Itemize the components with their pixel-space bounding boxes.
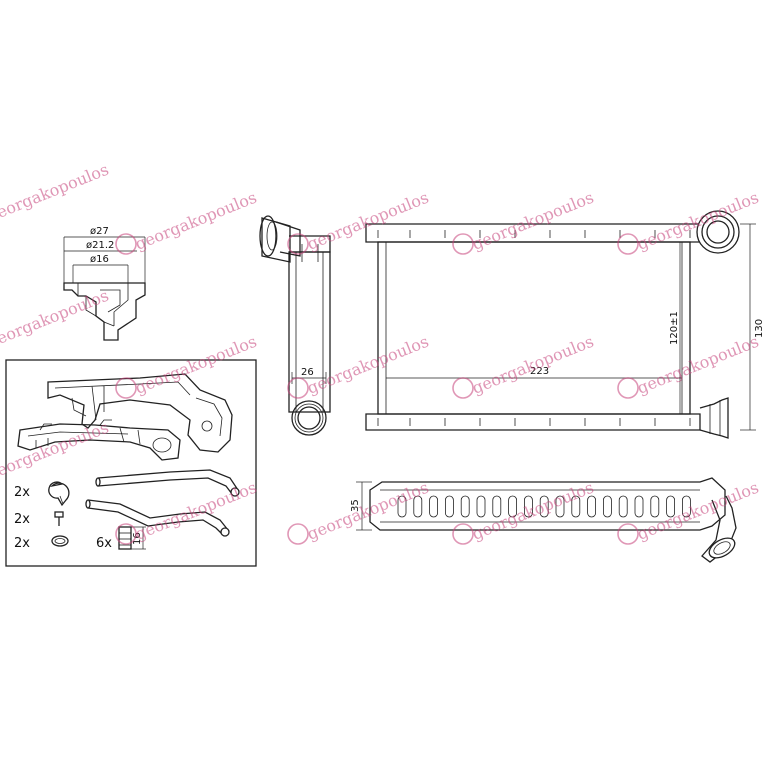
watermark-text: georgakopoulos <box>634 332 761 398</box>
watermark: georgakopoulos <box>287 332 431 399</box>
kit-frame <box>5 359 257 567</box>
watermark-logo <box>287 377 309 399</box>
spring-clip <box>48 481 70 507</box>
bent-tube-upper <box>95 469 240 497</box>
watermark: georgakopoulos <box>115 332 259 399</box>
tube-slot <box>571 495 581 518</box>
watermark-logo <box>617 523 639 545</box>
watermark-logo <box>287 523 309 545</box>
watermark-text: georgakopoulos <box>132 478 259 544</box>
o-ring <box>51 535 69 547</box>
inlet-port <box>696 210 740 254</box>
watermark-text: georgakopoulos <box>469 478 596 544</box>
tube-slot <box>603 495 612 518</box>
watermark-text: georgakopoulos <box>304 478 431 544</box>
watermark-text: georgakopoulos <box>469 188 596 254</box>
dim-side-width: 26 <box>301 367 314 378</box>
tube-slot <box>508 495 518 518</box>
watermark: georgakopoulos <box>452 332 596 399</box>
watermark-text: georgakopoulos <box>469 332 596 398</box>
watermark-logo <box>617 377 639 399</box>
watermark-logo <box>452 233 474 255</box>
heater-front-view: 223 120±1 130 <box>365 210 765 439</box>
tube-slot <box>618 495 628 518</box>
watermark-logo <box>452 377 474 399</box>
watermark-text: georgakopoulos <box>304 332 431 398</box>
watermark: georgakopoulos <box>452 188 596 255</box>
tube-slot <box>634 495 644 518</box>
watermark-layer: georgakopoulos georgakopoulos georgakopoul… <box>0 160 761 545</box>
watermark: georgakopoulos <box>0 160 111 226</box>
qty-clip: 2x <box>14 485 30 500</box>
watermark: georgakopoulos <box>287 188 431 255</box>
dim-d16: ø16 <box>90 254 109 265</box>
tube-slot <box>492 495 502 518</box>
heater-side-view: 26 <box>259 215 331 436</box>
watermark-text: georgakopoulos <box>634 188 761 254</box>
watermark-logo <box>115 233 137 255</box>
watermark-logo <box>287 233 309 255</box>
watermark-text: georgakopoulos <box>0 286 111 352</box>
qty-clamp: 6x <box>96 536 112 551</box>
accessory-kit-box: 16 2x 2x 2x 6x <box>5 359 257 567</box>
heater-bottom-view: 35 <box>350 477 737 563</box>
watermark-text: georgakopoulos <box>132 188 259 254</box>
tube-slot <box>460 495 470 518</box>
watermark: georgakopoulos <box>287 478 431 545</box>
watermark-text: georgakopoulos <box>634 478 761 544</box>
watermark-logo <box>115 377 137 399</box>
watermark: georgakopoulos <box>617 478 761 545</box>
tube-slot <box>524 495 533 518</box>
tube-slot <box>429 495 439 518</box>
watermark: georgakopoulos <box>0 286 111 352</box>
tube-slot <box>555 495 565 518</box>
tube-slots <box>397 495 691 518</box>
screw <box>54 511 64 526</box>
pipe-bracket-upper <box>47 373 233 453</box>
dim-d21: ø21.2 <box>86 240 114 251</box>
dim-clip-length: 16 <box>132 532 143 545</box>
dim-d27: ø27 <box>90 226 109 237</box>
tube-slot <box>444 495 454 518</box>
tube-slot <box>476 495 486 518</box>
tube-slot <box>539 495 549 518</box>
watermark-text: georgakopoulos <box>0 160 111 226</box>
dim-thickness: 35 <box>350 499 361 512</box>
connector-section-view: ø27 ø21.2 ø16 <box>63 226 146 341</box>
dim-core-height: 120±1 <box>669 311 680 345</box>
watermark: georgakopoulos <box>115 188 259 255</box>
pipe-bracket-lower <box>17 419 181 461</box>
tube-slot <box>650 495 660 518</box>
dim-length: 223 <box>530 366 549 377</box>
dim-total-height: 130 <box>754 319 765 338</box>
tube-slot <box>397 495 407 518</box>
watermark-logo <box>115 523 137 545</box>
qty-oring: 2x <box>14 536 30 551</box>
watermark-logo <box>452 523 474 545</box>
watermark-text: georgakopoulos <box>304 188 431 254</box>
watermark: georgakopoulos <box>452 478 596 545</box>
tube-slot <box>587 495 596 518</box>
watermark-logo <box>617 233 639 255</box>
tube-slot <box>682 495 691 518</box>
watermark-text: georgakopoulos <box>132 332 259 398</box>
bent-tube-lower <box>85 499 230 537</box>
watermark: georgakopoulos <box>0 418 111 484</box>
watermark-text: georgakopoulos <box>0 418 111 484</box>
qty-screw: 2x <box>14 512 30 527</box>
tube-slot <box>666 495 675 518</box>
tube-slot <box>413 495 423 518</box>
watermark: georgakopoulos <box>115 478 259 545</box>
